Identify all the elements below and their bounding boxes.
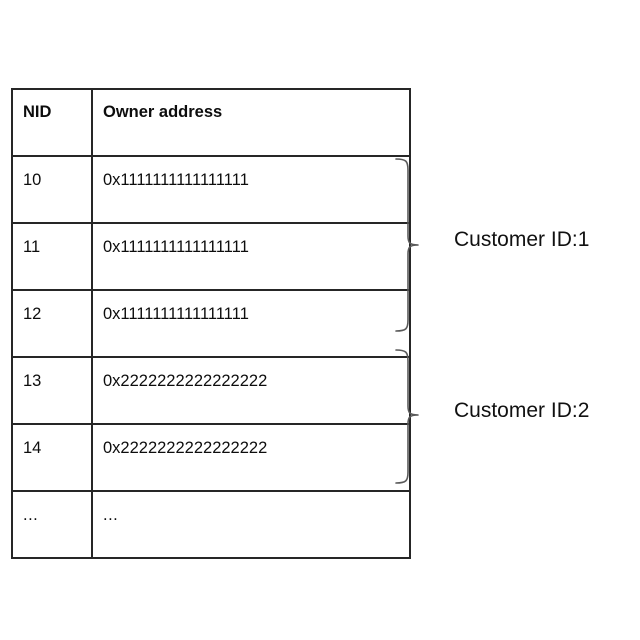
cell-nid: 14 — [11, 423, 93, 492]
table-row: 10 0x1111111111111111 — [11, 155, 411, 224]
cell-nid: 13 — [11, 356, 93, 425]
table-row-ellipsis: ... ... — [11, 490, 411, 559]
cell-owner-address-value: 0x2222222222222222 — [103, 439, 268, 457]
column-header-owner-address: Owner address — [91, 88, 411, 157]
cell-owner-address-value: 0x1111111111111111 — [103, 171, 249, 189]
nid-owner-table: NID Owner address 10 0x1111111111111111 … — [11, 88, 411, 559]
column-header-owner-address-label: Owner address — [103, 103, 223, 121]
table-row: 14 0x2222222222222222 — [11, 423, 411, 492]
group-label-customer-2: Customer ID:2 — [454, 399, 590, 422]
cell-nid: 10 — [11, 155, 93, 224]
cell-nid-value: 11 — [23, 238, 41, 256]
group-label-customer-1: Customer ID:1 — [454, 228, 590, 251]
cell-owner-address: 0x1111111111111111 — [91, 289, 411, 358]
table-header-row: NID Owner address — [11, 88, 411, 157]
cell-owner-address-value: 0x1111111111111111 — [103, 238, 249, 256]
cell-nid-value: 10 — [23, 171, 42, 189]
cell-nid-value: 14 — [23, 439, 42, 457]
cell-owner-address-value: ... — [103, 506, 119, 524]
cell-nid-value: 13 — [23, 372, 42, 390]
column-header-nid-label: NID — [23, 103, 52, 121]
cell-owner-address: 0x2222222222222222 — [91, 423, 411, 492]
cell-nid: ... — [11, 490, 93, 559]
cell-owner-address: 0x1111111111111111 — [91, 155, 411, 224]
cell-owner-address-value: 0x1111111111111111 — [103, 305, 249, 323]
cell-nid: 12 — [11, 289, 93, 358]
cell-nid: 11 — [11, 222, 93, 291]
cell-owner-address: ... — [91, 490, 411, 559]
table-row: 13 0x2222222222222222 — [11, 356, 411, 425]
table-row: 11 0x1111111111111111 — [11, 222, 411, 291]
cell-nid-value: ... — [23, 506, 39, 524]
table-row: 12 0x1111111111111111 — [11, 289, 411, 358]
cell-owner-address-value: 0x2222222222222222 — [103, 372, 268, 390]
cell-owner-address: 0x1111111111111111 — [91, 222, 411, 291]
cell-nid-value: 12 — [23, 305, 42, 323]
column-header-nid: NID — [11, 88, 93, 157]
cell-owner-address: 0x2222222222222222 — [91, 356, 411, 425]
